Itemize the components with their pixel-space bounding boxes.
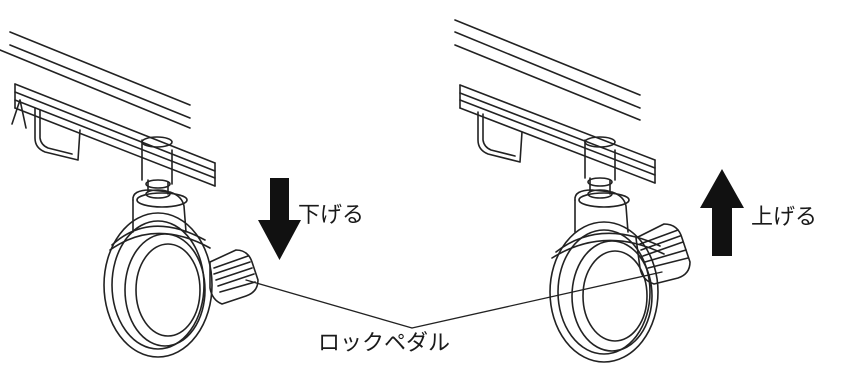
right-bracket <box>477 111 523 163</box>
arrow-up-icon <box>700 169 744 256</box>
raise-label: 上げる <box>751 205 818 230</box>
left-lock-pedal <box>209 249 259 305</box>
left-wheel <box>103 189 213 358</box>
left-frame-rail <box>0 31 216 187</box>
lock-pedal-callout <box>245 271 663 329</box>
left-stem <box>141 136 173 199</box>
right-lock-pedal <box>635 223 691 285</box>
lock-pedal-label: ロックペダル <box>318 331 451 356</box>
arrow-down-icon <box>258 178 301 260</box>
left-bracket <box>34 107 81 161</box>
right-frame-rail <box>454 19 656 184</box>
lower-label: 下げる <box>298 203 365 228</box>
